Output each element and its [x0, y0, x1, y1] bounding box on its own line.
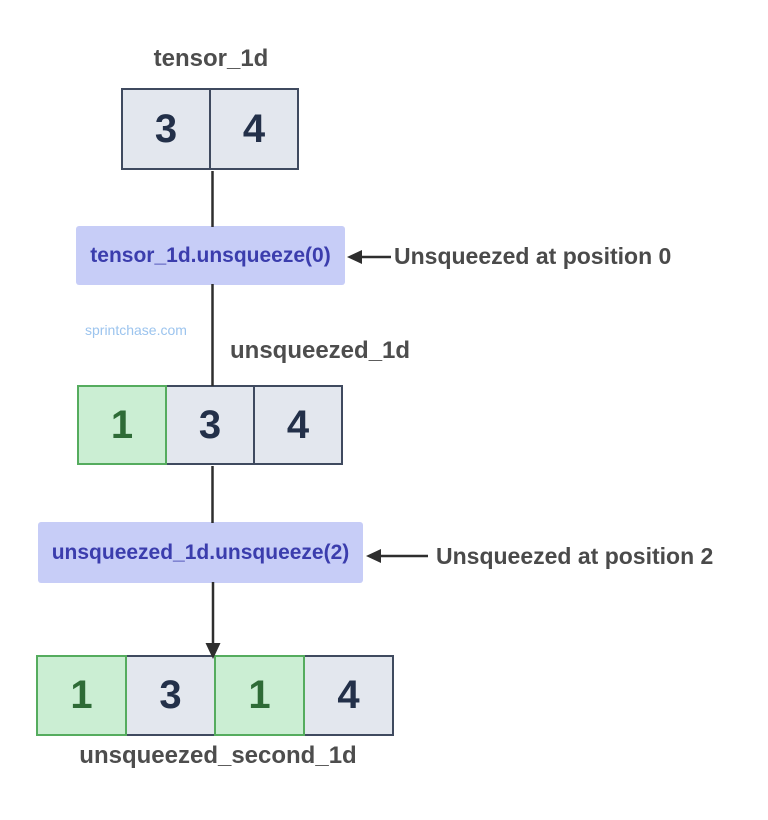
op2-code-box: unsqueezed_1d.unsqueeze(2)	[38, 522, 363, 583]
tensor1-label: tensor_1d	[153, 45, 269, 72]
op2-code-text: unsqueezed_1d.unsqueeze(2)	[51, 540, 350, 564]
op1-annotation: Unsqueezed at position 0	[394, 243, 672, 269]
watermark: sprintchase.com	[85, 322, 187, 338]
tensor2-label: unsqueezed_1d	[230, 337, 411, 364]
tensor3-row: 1 3 1 4	[36, 655, 394, 736]
left-arrowhead2-icon	[366, 549, 381, 563]
op2-annotation: Unsqueezed at position 2	[436, 543, 714, 569]
tensor3-cell-3: 4	[303, 655, 394, 736]
tensor2-cell-2: 4	[253, 385, 343, 465]
tensor2-row: 1 3 4	[77, 385, 343, 465]
op1-code-text: tensor_1d.unsqueeze(0)	[90, 243, 331, 267]
tensor1-cell-0: 3	[121, 88, 211, 170]
tensor3-cell-2: 1	[214, 655, 305, 736]
tensor3-cell-0: 1	[36, 655, 127, 736]
tensor3-label: unsqueezed_second_1d	[79, 742, 357, 769]
tensor2-cell-0: 1	[77, 385, 167, 465]
tensor2-cell-1: 3	[165, 385, 255, 465]
left-arrowhead1-icon	[347, 250, 362, 264]
tensor1-cell-1: 4	[209, 88, 299, 170]
tensor1-row: 3 4	[121, 88, 299, 170]
op1-code-box: tensor_1d.unsqueeze(0)	[76, 226, 345, 285]
tensor3-cell-1: 3	[125, 655, 216, 736]
